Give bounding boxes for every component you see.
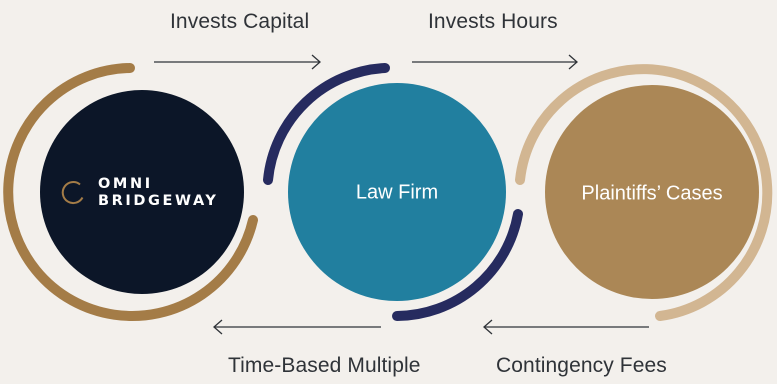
law-firm-label: Law Firm xyxy=(355,181,439,204)
arrow-time-based-multiple xyxy=(213,319,381,335)
plaintiffs-cases-circle xyxy=(545,85,759,299)
logo-text-bridgeway: BRIDGEWAY xyxy=(98,193,219,209)
flow-label-invests-capital: Invests Capital xyxy=(170,10,310,33)
arrow-invests-hours xyxy=(412,54,578,70)
logo-text-omni: OMNI xyxy=(98,176,153,192)
arrow-contingency-fees xyxy=(483,319,649,335)
law-firm-outer-arc-bottom xyxy=(392,209,523,321)
omni-ring-icon xyxy=(61,181,84,204)
law-firm-circle xyxy=(288,83,506,301)
omni-bridgeway-circle xyxy=(40,90,244,294)
arrow-invests-capital xyxy=(154,54,321,70)
flow-label-time-based-multiple: Time-Based Multiple xyxy=(228,354,421,377)
flow-label-contingency-fees: Contingency Fees xyxy=(496,354,667,377)
law-firm-outer-arc-top xyxy=(263,63,390,185)
omni-bridgeway-logo: OMNI BRIDGEWAY xyxy=(60,176,219,210)
plaintiffs-cases-label: Plaintiffs’ Cases xyxy=(581,182,723,205)
omni-bridgeway-outer-arc xyxy=(3,63,258,321)
plaintiffs-cases-outer-arc xyxy=(515,64,773,321)
flow-label-invests-hours: Invests Hours xyxy=(428,10,558,33)
